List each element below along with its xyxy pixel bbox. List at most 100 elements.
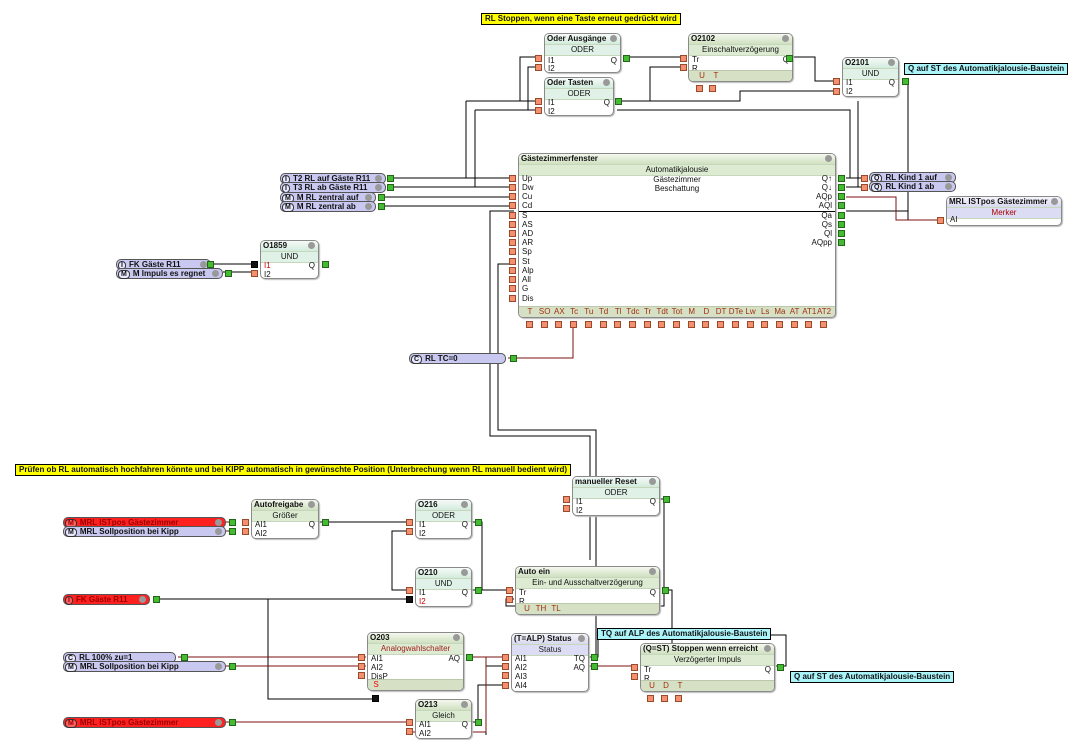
input-port[interactable]	[406, 719, 413, 726]
output-port[interactable]	[387, 184, 394, 191]
info-icon[interactable]	[200, 261, 207, 268]
input-port[interactable]	[502, 672, 509, 679]
info-icon[interactable]	[825, 155, 832, 162]
output-port[interactable]	[322, 261, 329, 268]
output-port[interactable]	[838, 221, 845, 228]
input-port[interactable]	[509, 295, 516, 302]
block-o2101[interactable]: O2101 UND I1 I2 Q	[842, 57, 899, 97]
block-status[interactable]: (T=ALP) Status Status AI1 AI2 AI3 AI4 TQ…	[511, 633, 589, 692]
input-port[interactable]	[509, 248, 516, 255]
output-port[interactable]	[777, 664, 784, 671]
input-port[interactable]	[242, 528, 249, 535]
output-port[interactable]	[229, 663, 236, 670]
info-icon[interactable]	[215, 663, 222, 670]
output-port[interactable]	[838, 239, 845, 246]
block-o210[interactable]: O210 UND I1 I2 Q	[415, 567, 472, 607]
param-port[interactable]	[805, 321, 813, 328]
info-icon[interactable]	[461, 701, 468, 708]
info-icon[interactable]	[764, 645, 771, 652]
input-port[interactable]	[680, 55, 687, 62]
param-port[interactable]	[709, 85, 716, 92]
param-port[interactable]	[746, 321, 754, 328]
param-port[interactable]	[647, 695, 654, 702]
output-port[interactable]	[322, 519, 329, 526]
param-port[interactable]	[696, 85, 703, 92]
input-port[interactable]	[406, 528, 413, 535]
input-port[interactable]	[506, 596, 513, 603]
input-port[interactable]	[509, 175, 516, 182]
output-port[interactable]	[378, 194, 385, 201]
info-icon[interactable]	[453, 634, 460, 641]
output-port[interactable]	[838, 230, 845, 237]
input-port[interactable]	[631, 673, 638, 680]
input-port[interactable]	[535, 107, 542, 114]
info-icon[interactable]	[375, 184, 382, 191]
input-port[interactable]	[563, 505, 570, 512]
output-port[interactable]	[838, 184, 845, 191]
info-icon[interactable]	[578, 635, 585, 642]
block-oder-ausgaenge[interactable]: Oder Ausgänge ODER I1 I2 Q	[544, 33, 621, 73]
output-port[interactable]	[510, 355, 517, 362]
info-icon[interactable]	[461, 501, 468, 508]
input-port[interactable]	[509, 212, 516, 219]
output-port[interactable]	[663, 496, 670, 503]
param-port[interactable]	[702, 321, 710, 328]
input-port[interactable]	[406, 728, 413, 735]
param-port[interactable]	[675, 695, 682, 702]
param-port[interactable]	[555, 321, 563, 328]
param-port[interactable]	[584, 321, 592, 328]
info-icon[interactable]	[945, 174, 952, 181]
input-port[interactable]	[509, 230, 516, 237]
output-port[interactable]	[153, 596, 160, 603]
block-o203[interactable]: O203 Analogwahlschalter AI1 AI2 DisP AQ …	[367, 632, 464, 691]
output-port[interactable]	[387, 175, 394, 182]
info-icon[interactable]	[215, 519, 222, 526]
param-port[interactable]	[540, 321, 548, 328]
input-port[interactable]	[861, 184, 868, 191]
input-port[interactable]	[358, 654, 365, 661]
output-port[interactable]	[615, 98, 622, 105]
info-icon[interactable]	[461, 569, 468, 576]
param-port[interactable]	[761, 321, 769, 328]
input-port[interactable]	[509, 221, 516, 228]
output-port[interactable]	[229, 519, 236, 526]
info-icon[interactable]	[782, 35, 789, 42]
output-port[interactable]	[181, 654, 188, 661]
input-port[interactable]	[506, 587, 513, 594]
param-port[interactable]	[614, 321, 622, 328]
output-port[interactable]	[475, 587, 482, 594]
input-port[interactable]	[861, 175, 868, 182]
info-icon[interactable]	[215, 719, 222, 726]
block-o2102[interactable]: O2102 Einschaltverzögerung Tr R Q UT	[688, 33, 793, 82]
param-port[interactable]	[643, 321, 651, 328]
input-port[interactable]	[406, 519, 413, 526]
input-port[interactable]	[833, 88, 840, 95]
info-icon[interactable]	[375, 175, 382, 182]
input-port-negated[interactable]	[406, 596, 413, 603]
info-icon[interactable]	[365, 194, 372, 201]
input-port[interactable]	[509, 267, 516, 274]
block-manueller-reset[interactable]: manueller Reset ODER I1 I2 Q	[572, 476, 660, 516]
input-port[interactable]	[680, 64, 687, 71]
block-oder-tasten[interactable]: Oder Tasten ODER I1 I2 Q	[544, 77, 614, 116]
block-auto-ein[interactable]: Auto ein Ein- und Ausschaltverzögerung T…	[515, 566, 660, 615]
param-port[interactable]	[661, 695, 668, 702]
output-port[interactable]	[378, 203, 385, 210]
output-port[interactable]	[786, 55, 793, 62]
input-port[interactable]	[509, 184, 516, 191]
input-port[interactable]	[406, 587, 413, 594]
input-port[interactable]	[502, 663, 509, 670]
param-port[interactable]	[570, 321, 578, 328]
input-port[interactable]	[358, 672, 365, 679]
info-icon[interactable]	[945, 183, 952, 190]
input-port[interactable]	[251, 270, 258, 277]
param-port[interactable]	[820, 321, 827, 328]
input-port[interactable]	[631, 664, 638, 671]
input-port[interactable]	[535, 98, 542, 105]
